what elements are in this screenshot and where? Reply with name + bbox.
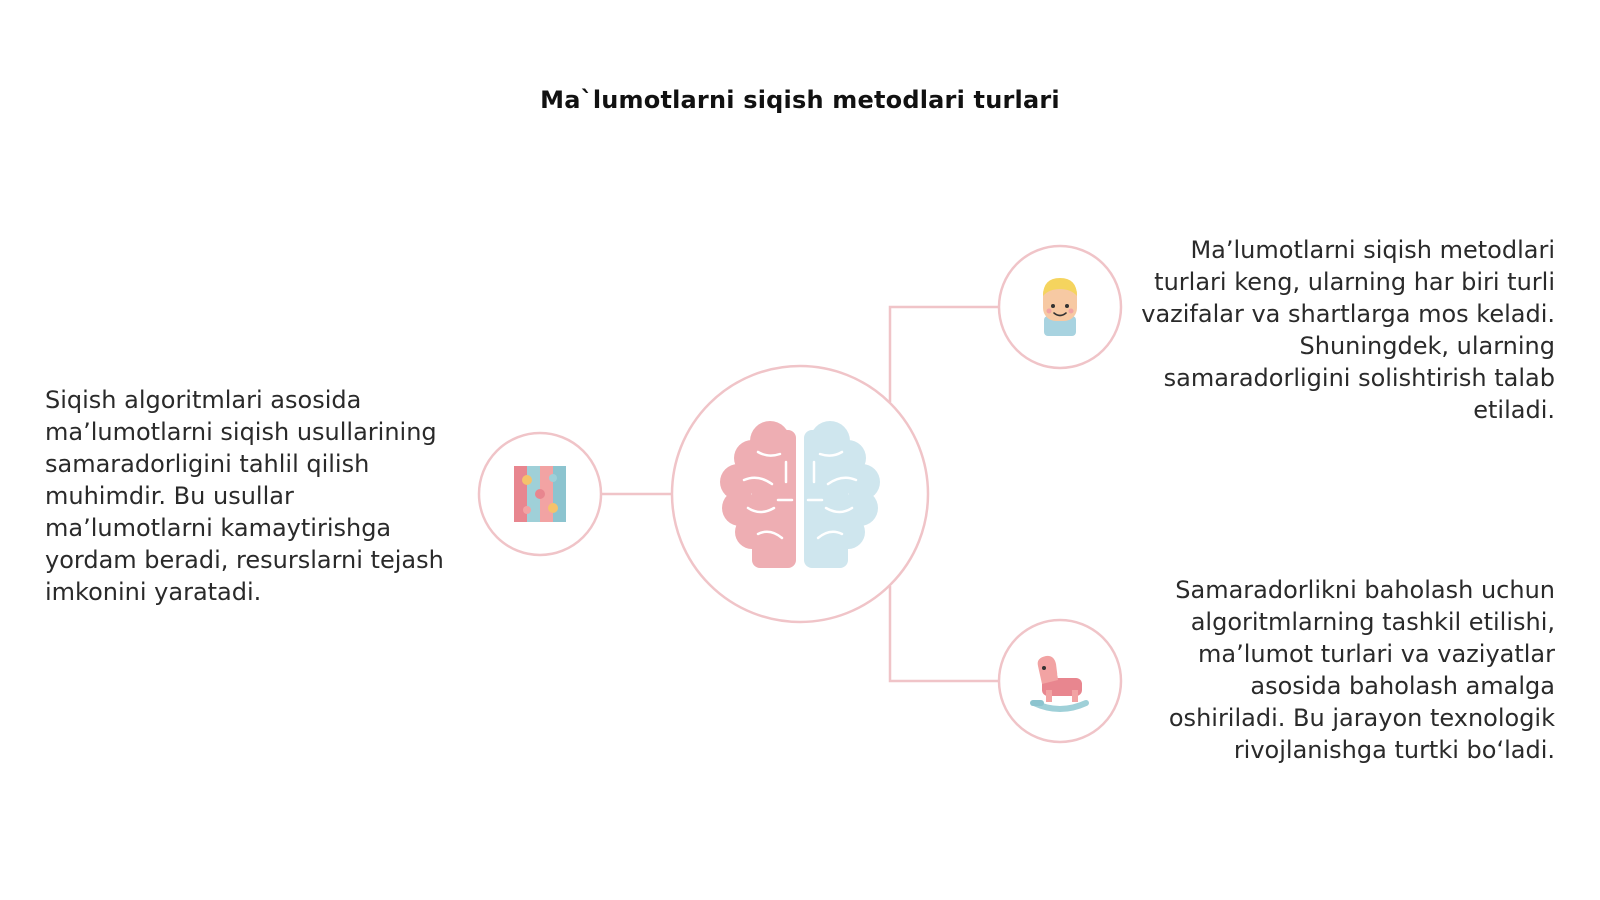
left-node xyxy=(477,431,603,557)
rocking-horse-icon xyxy=(1030,655,1089,712)
right-bottom-node-text: Samaradorlikni baholash uchun algoritmla… xyxy=(1168,576,1555,764)
child-avatar-icon xyxy=(1043,278,1077,336)
left-node-text: Siqish algoritmlari asosida ma’lumotlarn… xyxy=(45,386,444,606)
puzzle-icon xyxy=(514,466,566,522)
brain-icon xyxy=(720,421,880,568)
center-node xyxy=(670,364,930,624)
slide-title: Ma`lumotlarni siqish metodlari turlari xyxy=(540,86,1060,114)
connector-lines xyxy=(601,305,999,683)
connector-right-bottom xyxy=(888,586,999,683)
right-top-node-text: Ma’lumotlarni siqish metodlari turlari k… xyxy=(1141,236,1555,424)
right-bottom-node xyxy=(997,618,1123,744)
right-top-node xyxy=(997,244,1123,370)
connector-right-top xyxy=(888,305,999,402)
